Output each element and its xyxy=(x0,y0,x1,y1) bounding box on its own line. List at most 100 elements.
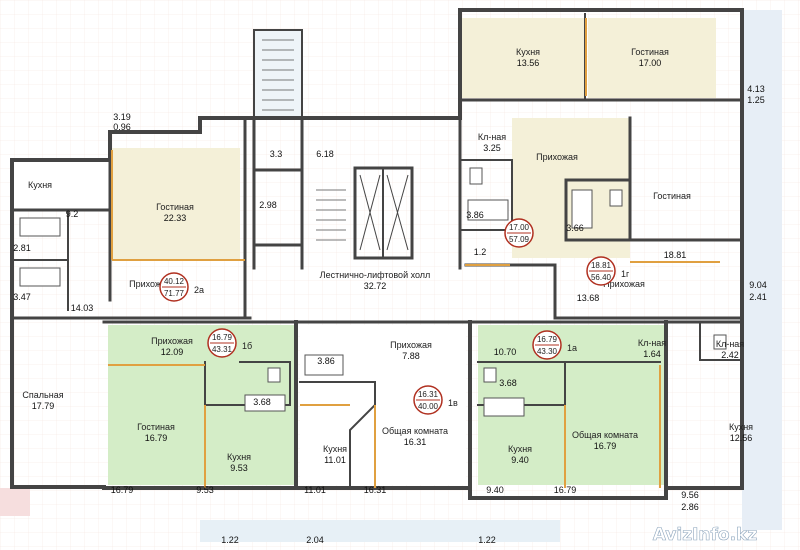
outer-wall xyxy=(10,8,744,500)
area-value: 1.25 xyxy=(747,95,765,105)
room-label: Кл-ная xyxy=(638,338,666,348)
toilet-icon xyxy=(483,367,497,383)
area-value: 9.56 xyxy=(681,490,699,500)
fill-left-kitchen xyxy=(14,160,110,210)
apartment-total-area: 56.40 xyxy=(591,273,612,282)
apartment-living-area: 16.79 xyxy=(212,333,233,342)
bathtub-icon xyxy=(304,354,344,376)
accent-1a xyxy=(564,365,661,488)
lift-icons xyxy=(359,174,409,251)
room-label: Лестнично-лифтовой холл xyxy=(320,270,431,280)
apartment-living-area: 17.00 xyxy=(509,223,530,232)
area-value: 2.86 xyxy=(681,502,699,512)
room-label: Кл-ная xyxy=(478,132,506,142)
area-value: 13.68 xyxy=(577,293,600,303)
stair-treads xyxy=(262,39,346,241)
wall-lift xyxy=(353,166,414,260)
bathtub-icon xyxy=(19,267,61,287)
room-label: Кухня xyxy=(28,180,52,190)
fill-right-strip xyxy=(742,10,782,530)
room-area: 17.00 xyxy=(639,58,662,68)
area-value: 9.53 xyxy=(196,485,214,495)
toilet-icon xyxy=(469,167,483,185)
room-area: 2.42 xyxy=(721,350,739,360)
room-label: Общая комната xyxy=(382,426,448,436)
bathtub-icon xyxy=(244,394,286,412)
room-label: Гостиная xyxy=(653,191,691,201)
area-value: 2.98 xyxy=(259,200,277,210)
toilet-icon xyxy=(713,334,727,350)
area-value: 1.22 xyxy=(221,535,239,545)
room-area: 17.79 xyxy=(32,401,55,411)
fill-top-kitchen xyxy=(458,18,586,98)
room-label: Прихожая xyxy=(603,279,645,289)
apartment-type: 2а xyxy=(194,285,204,295)
room-area: 16.79 xyxy=(594,441,617,451)
room-area: 12.09 xyxy=(161,347,184,357)
area-value: 3.86 xyxy=(466,210,484,220)
bathtub-icon xyxy=(19,217,61,237)
apartment-living-area: 40.12 xyxy=(164,277,185,286)
room-label: Общая комната xyxy=(572,430,638,440)
accent-living-left xyxy=(111,150,245,261)
wall-left-bath xyxy=(11,209,69,311)
wall-right-kitchen xyxy=(699,321,743,361)
area-value: 16.31 xyxy=(364,485,387,495)
bathtub-icon xyxy=(571,189,593,229)
area-value: 9.04 xyxy=(749,280,767,290)
apartment-type: 1а xyxy=(567,343,577,353)
area-value: 3.86 xyxy=(317,356,335,366)
room-area: 1.64 xyxy=(643,349,661,359)
apartment-total-area: 40.00 xyxy=(418,402,439,411)
room-label: Прихожая xyxy=(151,336,193,346)
walls xyxy=(10,8,744,500)
room-area: 32.72 xyxy=(364,281,387,291)
fixtures xyxy=(19,167,727,417)
room-label: Кл-ная xyxy=(716,339,744,349)
room-area: 7.88 xyxy=(402,351,420,361)
bathtub-icon xyxy=(467,199,509,221)
area-value: 6.18 xyxy=(316,149,334,159)
apartment-badge: 16.79 43.30 1а xyxy=(532,330,577,360)
room-label: Прихожая xyxy=(390,340,432,350)
accent-1b xyxy=(108,364,206,488)
wall-stair-top xyxy=(253,29,303,119)
wall-stair-core xyxy=(252,116,304,270)
apartment-total-area: 43.30 xyxy=(537,347,558,356)
room-area: 16.79 xyxy=(145,433,168,443)
fill-stair-top xyxy=(254,30,302,118)
room-area: 13.56 xyxy=(517,58,540,68)
area-value: 16.79 xyxy=(554,485,577,495)
area-value: 16.79 xyxy=(111,485,134,495)
room-label: Гостиная xyxy=(137,422,175,432)
room-label: Кухня xyxy=(323,444,347,454)
area-value: 3.47 xyxy=(13,292,31,302)
room-labels: Кухня13.56Гостиная17.00КухняГостиная22.3… xyxy=(22,47,753,473)
apartment-type: 1б xyxy=(242,341,252,351)
room-area: 22.33 xyxy=(164,213,187,223)
wall-kl-nya-right xyxy=(459,159,513,231)
fill-balcony-bottom xyxy=(200,520,560,542)
apartment-living-area: 16.79 xyxy=(537,335,558,344)
room-area: 3.25 xyxy=(483,143,501,153)
room-label: Прихожая xyxy=(536,152,578,162)
area-value: 0.96 xyxy=(113,122,131,132)
wall-right-mid xyxy=(464,263,744,320)
fill-balcony-left xyxy=(0,488,30,516)
accent-lines xyxy=(108,18,720,488)
area-value: 4.13 xyxy=(747,84,765,94)
wall-prih-right xyxy=(564,116,632,242)
room-label: Кухня xyxy=(227,452,251,462)
apartment-living-area: 16.31 xyxy=(418,390,439,399)
room-label: Кухня xyxy=(729,422,753,432)
room-area: 11.01 xyxy=(324,455,346,465)
area-value: 2.41 xyxy=(749,292,767,302)
room-label: Прихожая xyxy=(129,279,171,289)
area-value: 14.03 xyxy=(71,303,94,313)
accent-1v xyxy=(300,404,376,488)
